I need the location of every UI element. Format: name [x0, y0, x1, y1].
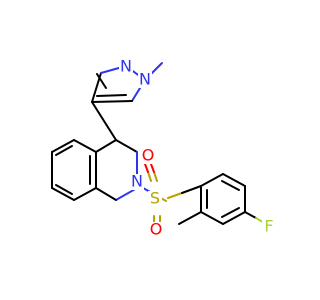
bond-aryl-f-a [244, 211, 257, 219]
bond-aryl-c1-c6 [200, 173, 224, 187]
o-top-bg [141, 148, 155, 164]
atom-s-sulfonyl: S [150, 189, 160, 208]
bond-s-o-top-a [147, 171, 152, 182]
atom-n-pyrazole-1: N [139, 70, 151, 89]
bond-s-o-top-c [153, 171, 158, 182]
bond-pyrazole-c4-c5-inner [96, 73, 107, 89]
bond-c5-c6-inner [55, 145, 73, 156]
n-ring-bg [130, 174, 144, 190]
bond-c5-c6 [51, 139, 75, 153]
structure-canvas: N N N S O O F [51, 56, 276, 239]
bond-c7-c8 [51, 187, 75, 201]
atom-n-pyrazole-2: N [120, 57, 132, 76]
bond-s-aryl-b [181, 185, 202, 194]
bond-c8-c8a [73, 187, 97, 201]
bond-c4-c3 [115, 139, 138, 153]
bond-pyrazole-to-ring [91, 101, 117, 141]
atom-o-bottom: O [150, 220, 163, 239]
bond-c7-c8-inner [55, 184, 73, 195]
s-sulfonyl-bg [148, 191, 162, 207]
atom-o-top: O [142, 146, 155, 165]
bond-c4-c4a [95, 139, 117, 153]
bond-s-o-top-b [144, 163, 149, 173]
bond-aryl-c3-c2 [200, 211, 224, 225]
bond-s-aryl-a [167, 192, 183, 199]
f-aryl-bg [262, 219, 276, 235]
atom-f-aryl: F [264, 217, 273, 236]
bond-c4a-c5 [73, 139, 97, 153]
bond-aryl-c6-c5-inner [221, 180, 240, 191]
n-pyrazole-1-bg [138, 72, 152, 88]
bond-aryl-c6-c5 [222, 173, 246, 187]
bond-aryl-methyl [178, 211, 202, 225]
o-bottom-bg [149, 222, 163, 238]
atom-n-ring: N [131, 172, 143, 191]
bond-c1-c8a [95, 187, 117, 201]
n-pyrazole-2-bg [119, 59, 133, 75]
bond-s-o-top-d [150, 163, 155, 173]
bond-aryl-c4-c3-inner [221, 207, 240, 218]
bond-aryl-c4-c3 [222, 211, 246, 225]
bond-pyrazole-c3-c4 [91, 100, 133, 103]
molecule-diagram: N N N S O O F [51, 56, 276, 239]
bond-pyrazole-c3-c4-inner [96, 94, 127, 97]
